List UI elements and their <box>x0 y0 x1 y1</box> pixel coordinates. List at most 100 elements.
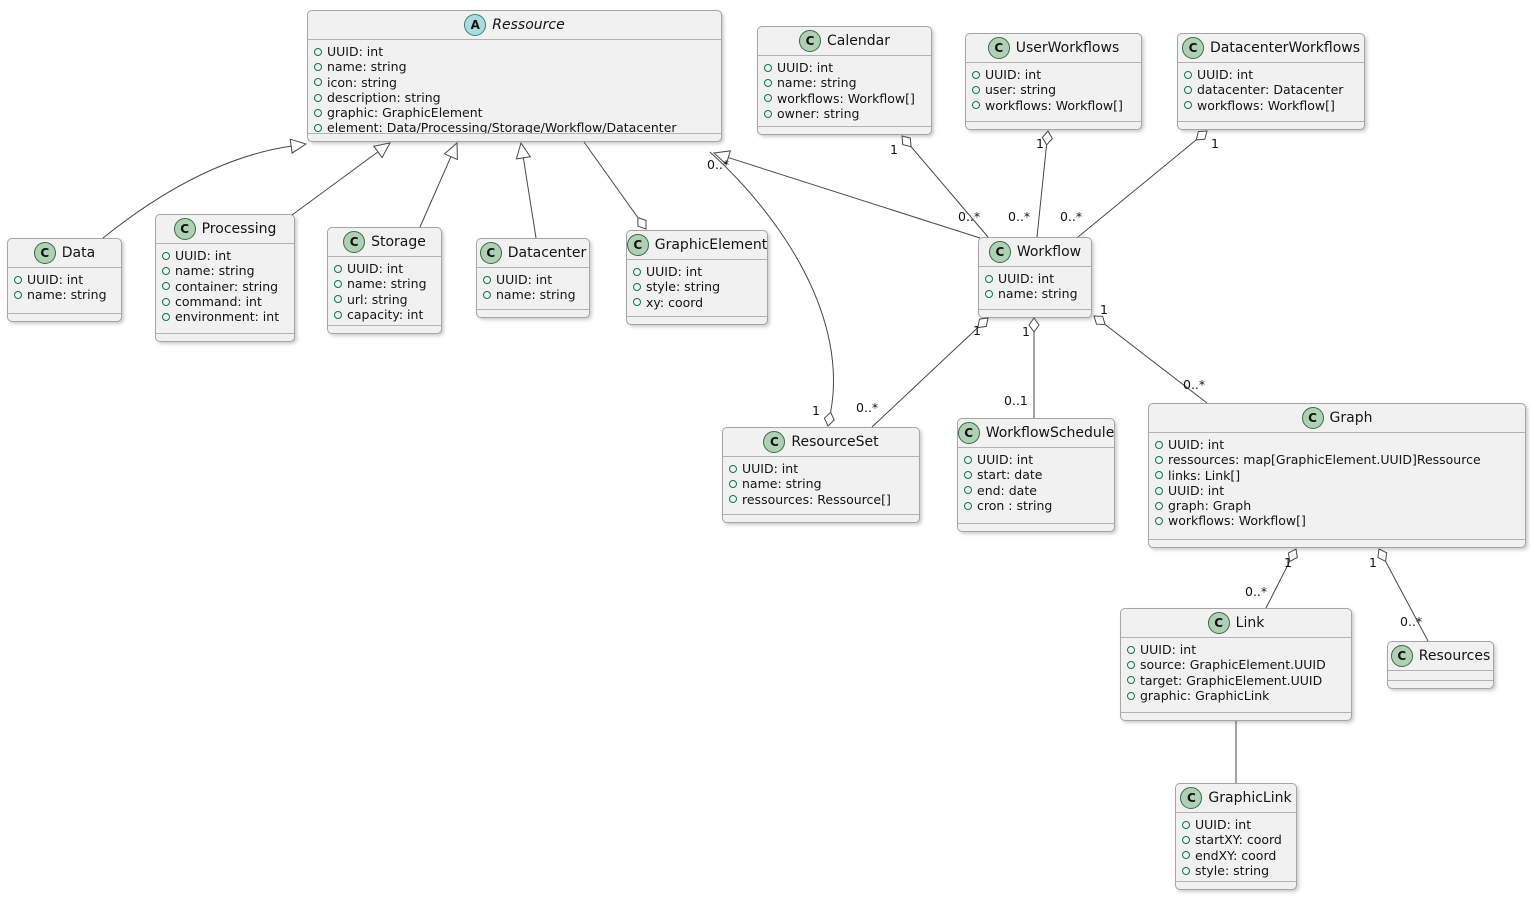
methods-compartment <box>979 309 1091 317</box>
class-attribute: links: Link[] <box>1149 468 1525 483</box>
class-circle-icon: C <box>1207 612 1230 634</box>
class-attribute: name: string <box>8 287 121 302</box>
class-attribute: owner: string <box>758 106 931 121</box>
attribute-text: workflows: Workflow[] <box>1197 97 1335 113</box>
class-attribute: user: string <box>966 82 1141 97</box>
class-attribute: workflows: Workflow[] <box>1149 513 1525 528</box>
attribute-text: UUID: int <box>977 452 1034 467</box>
class-attribute: UUID: int <box>979 271 1091 286</box>
class-circle-icon: C <box>1301 407 1324 429</box>
field-visibility-icon <box>14 290 22 299</box>
class-attribute: UUID: int <box>758 60 931 75</box>
methods-compartment <box>156 333 294 341</box>
class-attribute: graphic: GraphicElement <box>308 105 721 120</box>
class-attribute: UUID: int <box>958 452 1114 467</box>
class-attribute: name: string <box>156 263 294 278</box>
class-attribute: xy: coord <box>627 295 767 310</box>
field-visibility-icon <box>1127 660 1135 669</box>
edge-workflow-ressource <box>728 157 981 239</box>
class-header: C Link <box>1121 609 1351 637</box>
field-visibility-icon <box>985 289 993 298</box>
field-visibility-icon <box>633 267 641 276</box>
class-name: Data <box>61 245 96 261</box>
field-visibility-icon <box>1155 455 1163 464</box>
generalization-arrowhead-icon <box>372 142 391 159</box>
edge-datacenterworkflows-workflow <box>1077 139 1197 238</box>
attribute-text: workflows: Workflow[] <box>1168 513 1306 529</box>
class-attribute: UUID: int <box>477 272 589 287</box>
multiplicity-label: 1 <box>1036 136 1044 151</box>
field-visibility-icon <box>1184 101 1192 110</box>
class-attribute: UUID: int <box>723 461 919 476</box>
attribute-text: xy: coord <box>646 294 704 310</box>
methods-compartment <box>8 313 121 321</box>
class-attribute: UUID: int <box>328 261 441 276</box>
class-attribute: startXY: coord <box>1176 832 1296 847</box>
field-visibility-icon <box>1184 85 1192 94</box>
field-visibility-icon <box>162 312 170 321</box>
class-header: C GraphicLink <box>1176 784 1296 812</box>
field-visibility-icon <box>14 275 22 284</box>
class-name: ResourceSet <box>791 434 879 450</box>
class-attribute: element: Data/Processing/Storage/Workflo… <box>308 120 721 133</box>
attribute-text: style: string <box>1195 862 1270 878</box>
class-header: C Processing <box>156 215 294 243</box>
methods-compartment <box>477 309 589 317</box>
generalization-arrowhead-icon <box>443 141 458 161</box>
attribute-text: graph: Graph <box>1168 498 1252 514</box>
methods-compartment <box>308 133 721 141</box>
field-visibility-icon <box>972 70 980 79</box>
aggregation-diamond-icon <box>823 411 835 427</box>
field-visibility-icon <box>334 279 342 288</box>
class-attribute: end: date <box>958 483 1114 498</box>
class-attribute: UUID: int <box>1176 817 1296 832</box>
field-visibility-icon <box>1155 501 1163 510</box>
class-circle-icon: C <box>799 30 822 52</box>
class-header: C Resources <box>1388 642 1493 670</box>
multiplicity-label: 0..* <box>958 209 981 224</box>
methods-compartment <box>758 126 931 134</box>
class-attribute: name: string <box>477 287 589 302</box>
field-visibility-icon <box>314 78 322 87</box>
edge-graph-link <box>1265 561 1291 609</box>
multiplicity-label: 1 <box>1100 302 1108 317</box>
class-attribute: UUID: int <box>1121 642 1351 657</box>
attribute-text: graphic: GraphicLink <box>1140 687 1270 703</box>
class-attribute: environment: int <box>156 309 294 324</box>
class-attribute: name: string <box>758 75 931 90</box>
class-attribute: ressources: map[GraphicElement.UUID]Ress… <box>1149 452 1525 467</box>
attribute-text: graphic: GraphicElement <box>327 105 483 121</box>
field-visibility-icon <box>764 94 772 103</box>
class-attribute: UUID: int <box>308 44 721 59</box>
attribute-text: UUID: int <box>646 264 703 279</box>
aggregation-diamond-icon <box>1377 548 1388 563</box>
methods-compartment <box>966 121 1141 129</box>
field-visibility-icon <box>1182 820 1190 829</box>
methods-compartment <box>1388 680 1493 688</box>
field-visibility-icon <box>162 282 170 291</box>
attribute-text: description: string <box>327 89 441 105</box>
class-name: Ressource <box>492 17 565 33</box>
class-name: UserWorkflows <box>1015 40 1120 56</box>
class-attribute: ressources: Ressource[] <box>723 492 919 507</box>
field-visibility-icon <box>334 310 342 319</box>
attribute-text: target: GraphicElement.UUID <box>1140 672 1323 688</box>
field-visibility-icon <box>729 464 737 473</box>
class-header: C Workflow <box>979 238 1091 266</box>
class-attribute: UUID: int <box>627 264 767 279</box>
methods-compartment <box>1121 712 1351 720</box>
attribute-text: endXY: coord <box>1195 847 1277 863</box>
aggregation-diamond-icon <box>637 216 647 230</box>
